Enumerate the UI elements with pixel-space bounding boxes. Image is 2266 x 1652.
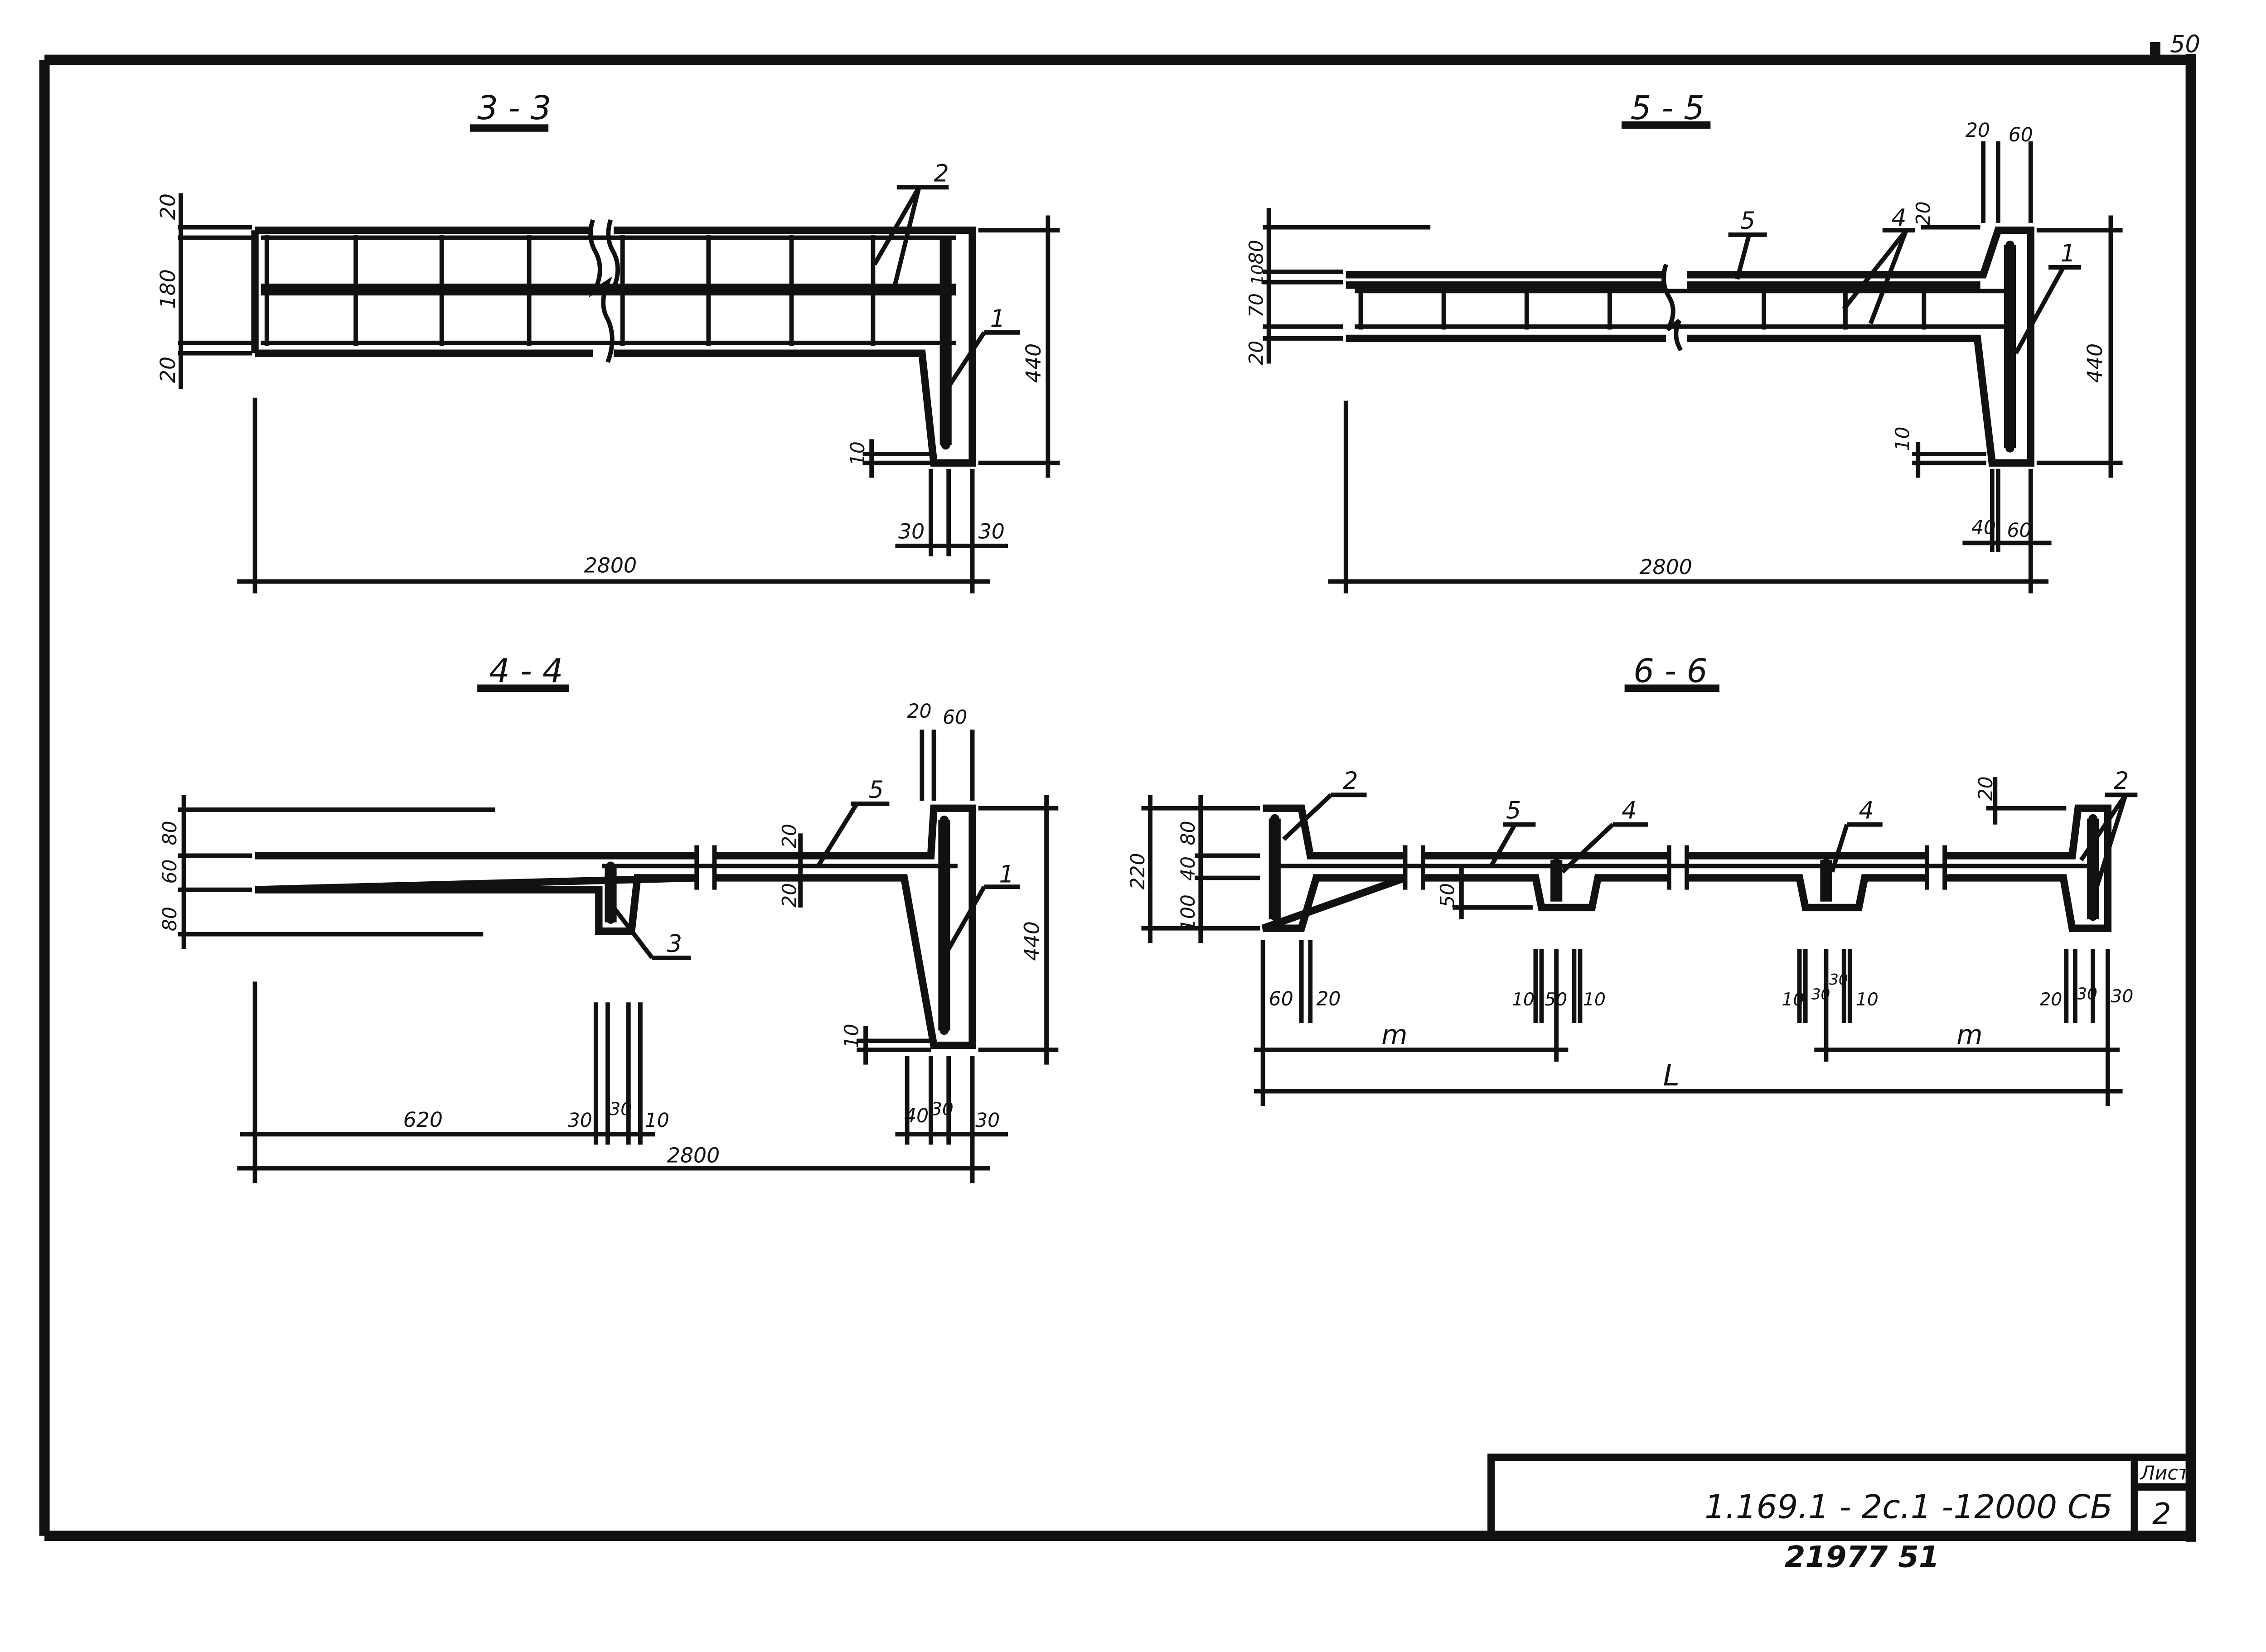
mark-3-3-1: 1	[990, 305, 1005, 333]
dim-6-6-20-right: 20	[1975, 776, 1997, 801]
dim-6-6-60: 60	[1269, 988, 1293, 1010]
dim-3-3-440: 440	[1022, 343, 1046, 383]
dim-6-6-50b: 50	[1545, 990, 1567, 1010]
section-5-5: 5 - 5 80 10 70 20 20 60	[1246, 89, 2123, 594]
dim-6-6-m-left: m	[1381, 1019, 1407, 1050]
dim-6-6-20: 20	[1316, 988, 1341, 1010]
section-title-6-6: 6 - 6	[1633, 652, 1707, 690]
section-title-4-4: 4 - 4	[489, 652, 563, 690]
dim-5-5-20-slope: 20	[1913, 201, 1935, 226]
dim-4-4-20a: 20	[779, 824, 801, 848]
dim-6-6-30d: 30	[1829, 971, 1848, 988]
sheet-frame: 50	[39, 31, 2200, 1542]
dim-6-6-10a: 10	[1512, 990, 1535, 1010]
sheet-value: 2	[2152, 1497, 2171, 1531]
dim-4-4-440: 440	[1020, 921, 1044, 961]
dim-5-5-20-top: 20	[1966, 120, 1990, 142]
dim-6-6-L: L	[1663, 1058, 1680, 1092]
dim-3-3-30b: 30	[978, 519, 1005, 543]
mark-6-6-4a: 4	[1622, 797, 1637, 825]
dim-5-5-60: 60	[2007, 520, 2031, 542]
dim-4-4-80a: 80	[159, 821, 181, 845]
dim-4-4-20b: 20	[779, 883, 801, 908]
dim-6-6-10c: 10	[1782, 990, 1804, 1010]
dim-6-6-10d: 10	[1856, 990, 1879, 1010]
dim-4-4-620: 620	[403, 1108, 443, 1132]
dim-5-5-60-top: 60	[2009, 124, 2033, 146]
dim-6-6-30-rb2: 30	[2111, 986, 2133, 1007]
section-title-5-5: 5 - 5	[1631, 89, 1704, 127]
dim-6-6-20-rb: 20	[2039, 990, 2062, 1010]
dim-4-4-2800: 2800	[667, 1143, 720, 1167]
dim-6-6-100: 100	[1177, 894, 1200, 931]
dim-4-4-80b: 80	[159, 907, 181, 931]
dim-4-4-60: 60	[159, 859, 181, 884]
mark-4-4-3: 3	[667, 930, 682, 958]
dim-5-5-10: 10	[1249, 264, 1267, 285]
dim-5-5-40: 40	[1971, 517, 1996, 539]
dim-5-5-2800: 2800	[1639, 555, 1692, 579]
mark-4-4-5: 5	[869, 776, 884, 804]
mark-5-5-4: 4	[1891, 204, 1906, 232]
mark-6-6-5: 5	[1506, 797, 1521, 825]
mark-6-6-4b: 4	[1859, 797, 1874, 825]
mark-6-6-2-left: 2	[1343, 767, 1358, 795]
dim-3-3-2800: 2800	[584, 554, 637, 578]
dim-4-4-10: 10	[645, 1110, 669, 1132]
dim-4-4-20-top: 20	[907, 700, 932, 723]
sheet-label: Лист	[2140, 1462, 2190, 1484]
dim-4-4-30c: 30	[931, 1099, 954, 1120]
dim-3-3-30a: 30	[898, 519, 925, 543]
dim-5-5-10-tip: 10	[1892, 426, 1914, 451]
mark-5-5-5: 5	[1740, 207, 1755, 235]
dim-4-4-30d: 30	[975, 1110, 1000, 1132]
mark-6-6-2-right: 2	[2114, 767, 2129, 795]
dim-6-6-30-rb1: 30	[2077, 985, 2097, 1004]
dim-6-6-80: 80	[1177, 821, 1200, 845]
document-code: 1.169.1 - 2c.1 -12000 СБ	[1704, 1488, 2112, 1526]
dim-6-6-220: 220	[1127, 853, 1149, 890]
dim-3-3-10: 10	[847, 441, 869, 466]
sheet-number-top: 50	[2170, 31, 2200, 58]
section-3-3: 3 - 3 20 180 20 440	[156, 89, 1060, 594]
dim-5-5-440: 440	[2083, 343, 2107, 383]
footer-note: 21977 51	[1785, 1540, 1939, 1574]
dim-6-6-30c: 30	[1811, 986, 1830, 1003]
mark-4-4-1: 1	[999, 860, 1014, 888]
dim-4-4-30b: 30	[609, 1099, 632, 1120]
section-6-6: 6 - 6 220 80 40 100 50 20	[1127, 652, 2138, 1106]
section-title-3-3: 3 - 3	[477, 89, 551, 127]
mark-3-3-2: 2	[934, 159, 949, 187]
dim-6-6-m-right: m	[1956, 1019, 1982, 1050]
dim-3-3-180: 180	[156, 269, 180, 309]
dim-3-3-20-top: 20	[156, 193, 180, 220]
dim-5-5-80: 80	[1246, 240, 1268, 264]
dim-5-5-20: 20	[1246, 341, 1268, 365]
dim-6-6-10b: 10	[1583, 990, 1606, 1010]
dim-6-6-50: 50	[1437, 883, 1459, 908]
dim-4-4-40: 40	[904, 1105, 929, 1127]
dim-4-4-10-tip: 10	[841, 1024, 863, 1048]
dim-6-6-40: 40	[1177, 856, 1200, 881]
section-4-4: 4 - 4 80 60 80 20 60 20 20 440	[159, 652, 1059, 1183]
dim-5-5-70: 70	[1246, 293, 1268, 318]
dim-3-3-20-bot: 20	[156, 357, 180, 383]
dim-4-4-30a: 30	[568, 1110, 592, 1132]
mark-5-5-1: 1	[2060, 240, 2075, 267]
dim-4-4-60-top: 60	[943, 706, 967, 729]
title-block: 1.169.1 - 2c.1 -12000 СБ Лист 2	[1487, 1454, 2195, 1540]
